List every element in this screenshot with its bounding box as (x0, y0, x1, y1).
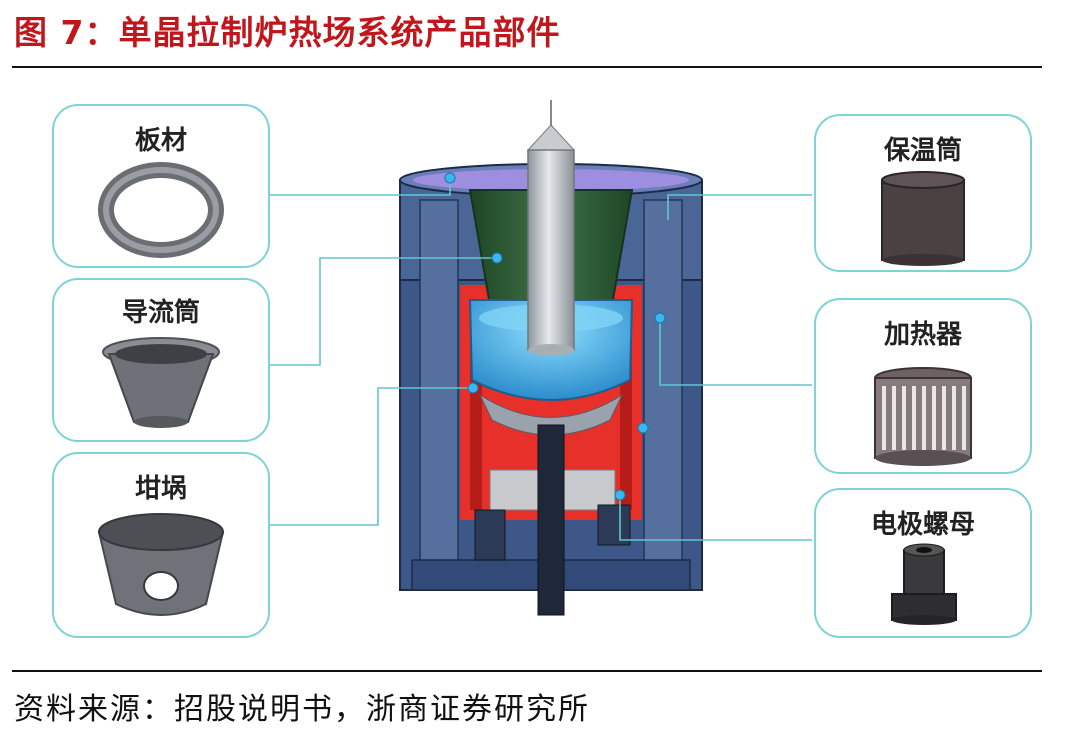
leader-lines (268, 178, 812, 541)
source-note: 资料来源：招股说明书，浙商证券研究所 (14, 692, 590, 727)
part-box-guide-tube: 导流筒 (52, 278, 270, 442)
part-label-electrode-nut: 电极螺母 (870, 510, 975, 540)
part-box-crucible: 坩埚 (52, 452, 270, 638)
ring-icon (98, 162, 224, 258)
figure-title: 图 7：单晶拉制炉热场系统产品部件 (14, 13, 561, 52)
part-label-crucible: 坩埚 (134, 474, 187, 504)
support-shaft (537, 424, 565, 616)
top-rule (12, 66, 1042, 68)
part-label-heater: 加热器 (883, 320, 962, 350)
insulation-cylinder-icon (881, 171, 965, 266)
bottom-rule (12, 670, 1042, 672)
heater-icon (874, 367, 972, 466)
part-box-insulation: 保温筒 (814, 114, 1032, 272)
part-label-insulation: 保温筒 (883, 136, 962, 166)
part-box-plate: 板材 (52, 104, 270, 268)
connection-dots (444, 172, 666, 501)
part-box-heater: 加热器 (814, 298, 1032, 474)
guide-tube-icon (102, 337, 220, 428)
crucible-icon (97, 513, 225, 616)
part-label-plate: 板材 (134, 126, 187, 156)
electrode-nut-icon (891, 543, 957, 625)
part-label-guide-tube: 导流筒 (121, 298, 200, 328)
part-box-electrode-nut: 电极螺母 (814, 488, 1032, 638)
crystal-rod (526, 100, 576, 356)
